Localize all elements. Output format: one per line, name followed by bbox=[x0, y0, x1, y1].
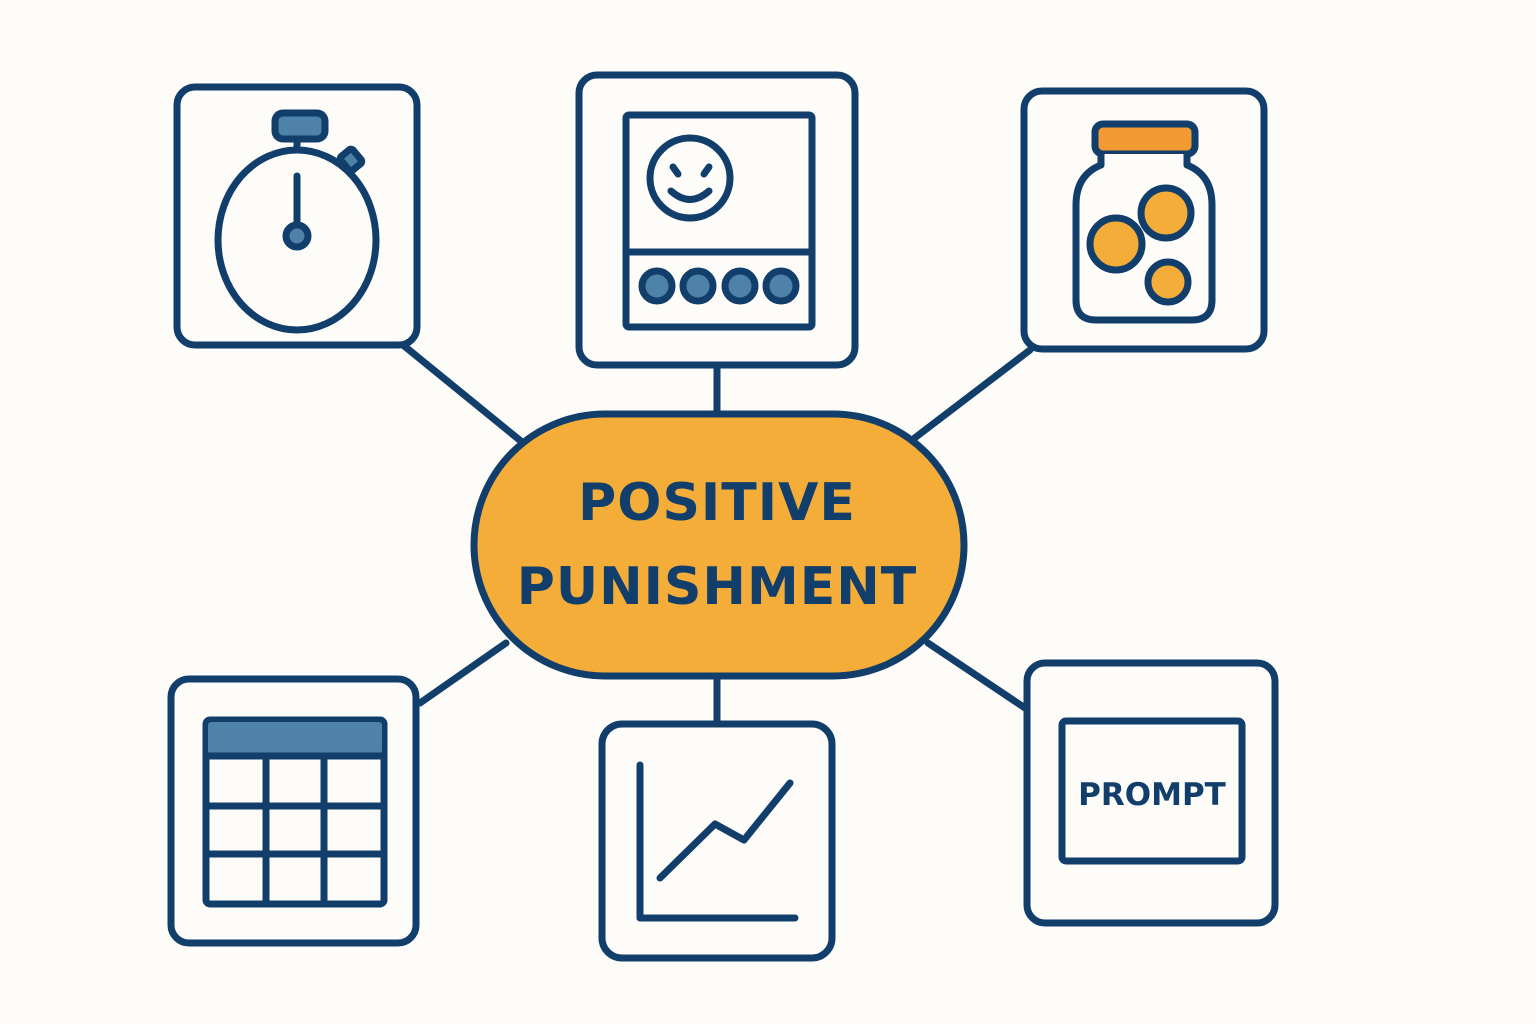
node-prompt-card[interactable] bbox=[1023, 659, 1279, 927]
table-grid-icon bbox=[202, 716, 388, 908]
node-table-grid[interactable] bbox=[167, 675, 420, 947]
center-node bbox=[470, 410, 968, 680]
connector-table-grid bbox=[416, 639, 510, 707]
connector-token-jar bbox=[908, 346, 1034, 444]
connector-prompt-card bbox=[924, 639, 1032, 714]
connectors bbox=[399, 341, 1034, 726]
node-line-chart[interactable] bbox=[598, 720, 836, 962]
connector-stopwatch bbox=[399, 341, 526, 446]
stopwatch-icon bbox=[214, 109, 380, 334]
prompt-card-icon bbox=[1058, 717, 1246, 865]
smiley-screen-icon bbox=[622, 111, 816, 331]
prompt-label: PROMPT bbox=[1078, 777, 1226, 813]
node-stopwatch[interactable] bbox=[173, 83, 421, 349]
node-token-jar[interactable] bbox=[1020, 87, 1268, 353]
center-title-line2: PUNISHMENT bbox=[517, 557, 917, 617]
center-title-line1: POSITIVE bbox=[578, 473, 856, 533]
node-feedback-screen[interactable] bbox=[575, 71, 859, 369]
coin-jar-icon bbox=[1072, 120, 1216, 324]
line-chart-icon bbox=[636, 761, 799, 922]
